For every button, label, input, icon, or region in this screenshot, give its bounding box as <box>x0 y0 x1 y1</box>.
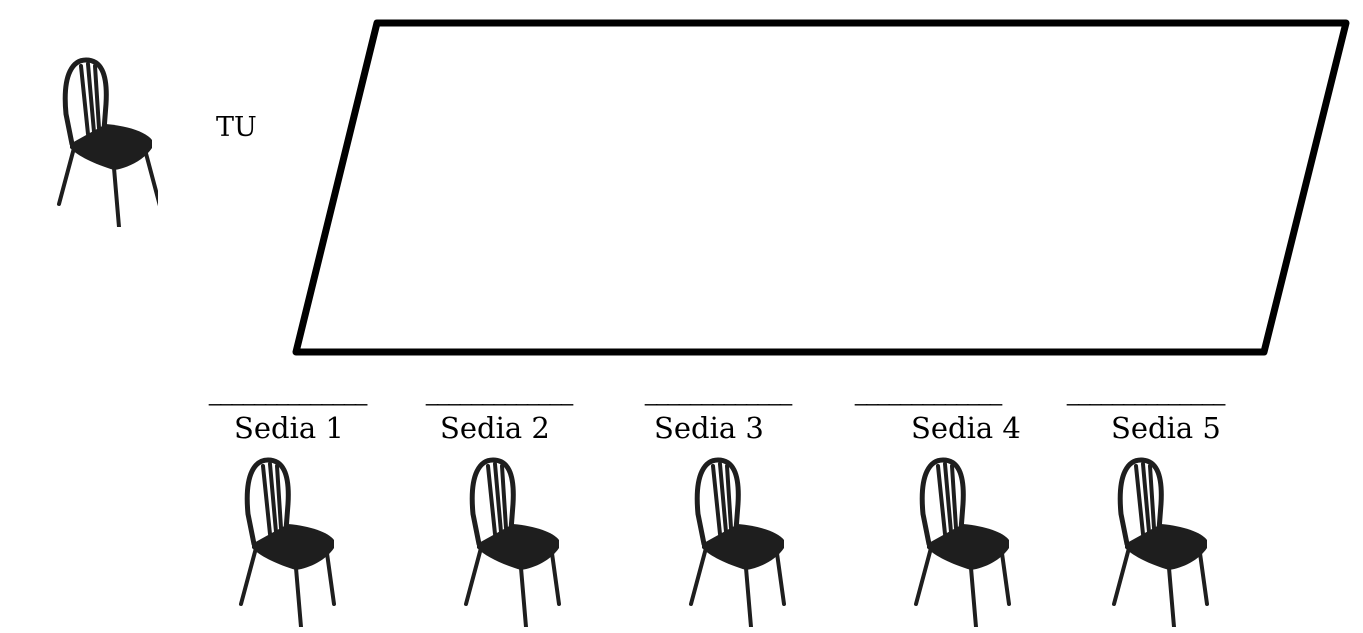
chair-icon-you <box>48 52 158 227</box>
answer-blank-4: _____________ <box>855 381 1002 406</box>
you-label: TU <box>216 112 257 143</box>
chair-icon-5 <box>1103 452 1213 627</box>
seat-label-1: Sedia 1 <box>234 411 344 445</box>
chair-icon-4 <box>905 452 1015 627</box>
chair-icon-1 <box>230 452 340 627</box>
seat-label-2: Sedia 2 <box>440 411 550 445</box>
answer-blank-2: _____________ <box>426 381 573 406</box>
chair-icon-3 <box>680 452 790 627</box>
answer-blank-1: ______________ <box>209 381 367 406</box>
seat-label-4: Sedia 4 <box>911 411 1021 445</box>
seat-label-3: Sedia 3 <box>654 411 764 445</box>
answer-blank-3: _____________ <box>645 381 792 406</box>
chair-icon-2 <box>455 452 565 627</box>
seat-label-5: Sedia 5 <box>1111 411 1221 445</box>
answer-blank-5: ______________ <box>1067 381 1225 406</box>
